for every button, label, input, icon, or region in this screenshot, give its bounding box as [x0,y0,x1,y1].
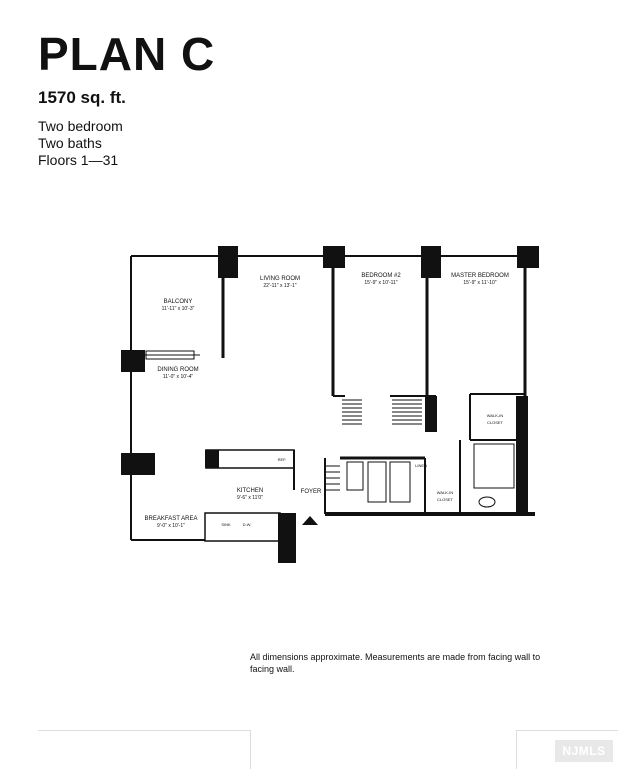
walkin-closet-label: WALK-IN CLOSET [486,413,504,425]
column [121,453,155,475]
bath-sink [346,461,364,491]
square-footage: 1570 sq. ft. [38,88,126,107]
refrigerator-label: REF. [277,457,287,462]
wall-block [516,396,528,516]
living-room-dims: 22'-11" x 13'-1" [263,283,297,289]
bedroom2-label: BEDROOM #2 [361,273,401,279]
column [121,350,145,372]
sink-label: SINK [221,522,231,527]
balcony-label: BALCONY [163,299,193,305]
master-shower [473,443,515,489]
master-bedroom-dims: 15'-9" x 11'-10" [463,280,497,286]
column [323,246,345,268]
dimensions-note: All dimensions approximate. Measurements… [250,652,541,674]
plan-title: PLAN C [38,28,216,80]
balcony-door [145,350,195,360]
master-toilet [478,496,496,508]
footer-panel-right [516,730,618,769]
breakfast-area-dims: 9'-0" x 10'-1" [157,523,185,529]
bathtub [389,461,411,503]
dishwasher-label: D.W. [242,522,252,527]
column [421,246,441,278]
spec-floors: Floors 1—31 [38,152,119,168]
spec-baths: Two baths [38,135,102,151]
column [517,246,539,268]
bedroom2-dims: 15'-9" x 10'-11" [364,280,398,286]
wall-block [425,396,437,432]
foyer-label: FOYER [300,489,322,495]
kitchen-label: KITCHEN [236,488,264,494]
column [278,513,296,563]
dining-room-label: DINING ROOM [157,367,199,373]
column [218,246,238,278]
linen-closet-label: LINEN [415,463,427,468]
breakfast-area-label: BREAKFAST AREA [144,516,198,522]
dining-room-dims: 11'-0" x 10'-4" [162,374,194,380]
footer-panel-left [38,730,251,769]
column [205,450,219,468]
bath-shower [367,461,387,503]
entry-arrow [302,516,318,525]
balcony-dims: 11'-11" x 10'-3" [161,306,195,312]
kitchen-dims: 9'-6" x 11'0" [237,495,263,501]
spec-bedrooms: Two bedroom [38,118,123,134]
master-bedroom-label: MASTER BEDROOM [451,273,509,279]
walkin-closet-label: WALK-IN CLOSET [436,490,454,502]
living-room-label: LIVING ROOM [259,276,300,282]
mls-logo: NJMLS [555,740,613,762]
